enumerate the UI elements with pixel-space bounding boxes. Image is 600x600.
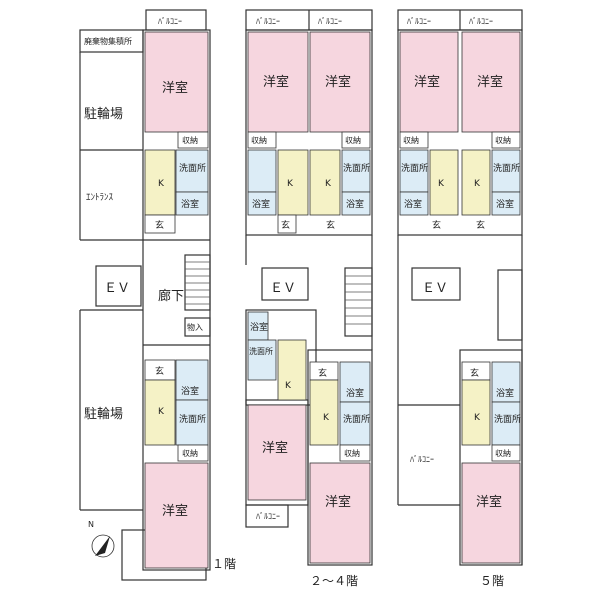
entry-label: 玄 — [326, 219, 335, 231]
entry-label: 玄 — [318, 367, 327, 379]
floor-5-rooms — [399, 31, 521, 564]
floor-2-4-label: ２～４階 — [310, 573, 358, 588]
kitchen-label: K — [474, 413, 481, 423]
western-room-label: 洋室 — [263, 74, 289, 90]
bath-label: 浴室 — [181, 198, 199, 210]
washroom-label: 洗面所 — [343, 162, 370, 174]
washroom-label: 洗面所 — [493, 162, 520, 174]
entrance-label: ｴﾝﾄﾗﾝｽ — [86, 192, 114, 203]
balcony-label: ﾊﾞﾙｺﾆｰ — [158, 17, 182, 26]
storage-label: 収納 — [251, 135, 267, 145]
bike-parking-label: 駐輪場 — [84, 406, 123, 422]
balcony-label: ﾊﾞﾙｺﾆｰ — [256, 17, 280, 26]
bath-label: 浴室 — [346, 198, 364, 210]
western-room-label: 洋室 — [414, 74, 440, 90]
floor-2-4-rooms — [247, 31, 371, 564]
north-label: N — [88, 520, 94, 529]
balcony-label: ﾊﾞﾙｺﾆｰ — [318, 17, 342, 26]
western-room-label: 洋室 — [262, 440, 288, 456]
entry-label: 玄 — [470, 367, 479, 379]
entry-label: 玄 — [155, 365, 164, 377]
washroom-label: 洗面所 — [179, 413, 206, 425]
entry-label: 玄 — [281, 219, 290, 231]
corridor-label: 廊下 — [158, 288, 184, 304]
kitchen-label: K — [158, 179, 165, 189]
kitchen-label: K — [285, 381, 292, 391]
entry-label: 玄 — [476, 219, 485, 231]
entry-label: 玄 — [155, 219, 164, 231]
bath-label: 浴室 — [346, 387, 364, 399]
storage-label: 収納 — [403, 135, 419, 145]
washroom-label: 洗面所 — [494, 413, 521, 425]
kitchen-label: K — [438, 179, 445, 189]
washroom-label: 洗面所 — [179, 162, 206, 174]
western-room-label: 洋室 — [162, 503, 188, 519]
bath-label: 浴室 — [404, 198, 422, 210]
kitchen-label: K — [287, 179, 294, 189]
washroom-label: 洗面所 — [401, 162, 428, 174]
elevator-label: ＥＶ — [270, 281, 296, 296]
kitchen-label: K — [158, 407, 165, 417]
western-room-label: 洋室 — [477, 74, 503, 90]
storage-label: 収納 — [495, 448, 511, 458]
western-room-label: 洋室 — [325, 74, 351, 90]
kitchen-label: K — [325, 179, 332, 189]
washroom-label: 洗面所 — [249, 346, 273, 356]
waste-storage-label: 廃棄物集積所 — [84, 36, 132, 46]
bath-label: 浴室 — [252, 198, 270, 210]
floor-5-plan — [397, 9, 523, 566]
elevator-label: ＥＶ — [422, 281, 448, 296]
floor-1-rooms — [144, 31, 209, 569]
closet-label: 物入 — [187, 322, 203, 332]
balcony-label: ﾊﾞﾙｺﾆｰ — [410, 455, 434, 464]
western-room-label: 洋室 — [162, 80, 188, 96]
bath-label: 浴室 — [181, 385, 199, 397]
storage-label: 収納 — [344, 448, 360, 458]
entry-label: 玄 — [432, 219, 441, 231]
storage-label: 収納 — [345, 135, 361, 145]
kitchen-label: K — [323, 413, 330, 423]
bike-parking-label: 駐輪場 — [84, 106, 123, 122]
elevator-label: ＥＶ — [104, 281, 130, 296]
western-room-label: 洋室 — [325, 494, 351, 510]
kitchen-label: K — [474, 179, 481, 189]
bath-label: 浴室 — [496, 387, 514, 399]
floor-2-4-plan — [245, 9, 373, 566]
floor-1-label: １階 — [212, 556, 236, 571]
floor-5-label: ５階 — [480, 573, 504, 588]
bath-label: 浴室 — [250, 321, 268, 333]
washroom-label: 洗面所 — [343, 413, 370, 425]
north-arrow-icon — [91, 534, 115, 558]
storage-label: 収納 — [182, 448, 198, 458]
storage-label: 収納 — [495, 135, 511, 145]
balcony-label: ﾊﾞﾙｺﾆｰ — [469, 17, 493, 26]
balcony-label: ﾊﾞﾙｺﾆｰ — [407, 17, 431, 26]
storage-label: 収納 — [182, 135, 198, 145]
balcony-label: ﾊﾞﾙｺﾆｰ — [256, 512, 280, 521]
western-room-label: 洋室 — [476, 494, 502, 510]
bath-label: 浴室 — [496, 198, 514, 210]
